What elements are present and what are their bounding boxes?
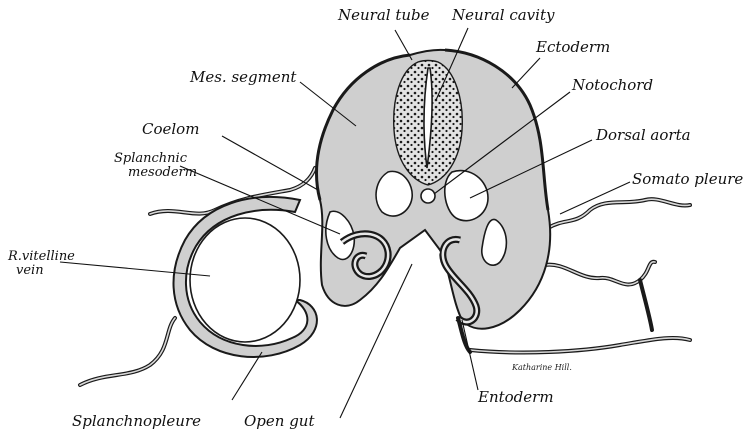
left-lower-membrane: [80, 318, 175, 385]
label-splanchnic-mesoderm-2: mesoderm: [128, 165, 197, 180]
right-tail-membrane: [640, 280, 652, 330]
label-splanchnopleure: Splanchnopleure: [72, 412, 201, 430]
label-splanchnic-mesoderm-1: Splanchnic: [114, 151, 188, 166]
label-neural-cavity: Neural cavity: [451, 6, 555, 24]
right-somatopleure: [548, 199, 690, 228]
leader-splanchnopleure: [232, 352, 262, 400]
label-somatopleure: Somato pleure: [632, 170, 743, 188]
label-coelom: Coelom: [142, 120, 199, 138]
artist-signature: Katharine Hill.: [511, 363, 572, 372]
label-r-vitelline-vein-1: R.vitelline: [7, 249, 75, 264]
label-entoderm: Entoderm: [477, 388, 554, 406]
label-neural-tube: Neural tube: [337, 6, 430, 24]
notochord: [421, 189, 435, 203]
label-ectoderm: Ectoderm: [535, 38, 610, 56]
dorsal-aorta-left: [376, 171, 412, 216]
leader-entoderm: [462, 320, 478, 390]
label-notochord: Notochord: [571, 76, 653, 94]
leader-ectoderm: [512, 58, 540, 88]
label-mes-segment: Mes. segment: [189, 68, 297, 86]
label-r-vitelline-vein-2: vein: [16, 263, 44, 278]
leader-somatopleure: [560, 182, 630, 214]
label-open-gut: Open gut: [244, 412, 315, 430]
vitelline-vein-lumen: [190, 218, 300, 342]
label-dorsal-aorta: Dorsal aorta: [595, 126, 691, 144]
leader-coelom: [222, 136, 318, 190]
